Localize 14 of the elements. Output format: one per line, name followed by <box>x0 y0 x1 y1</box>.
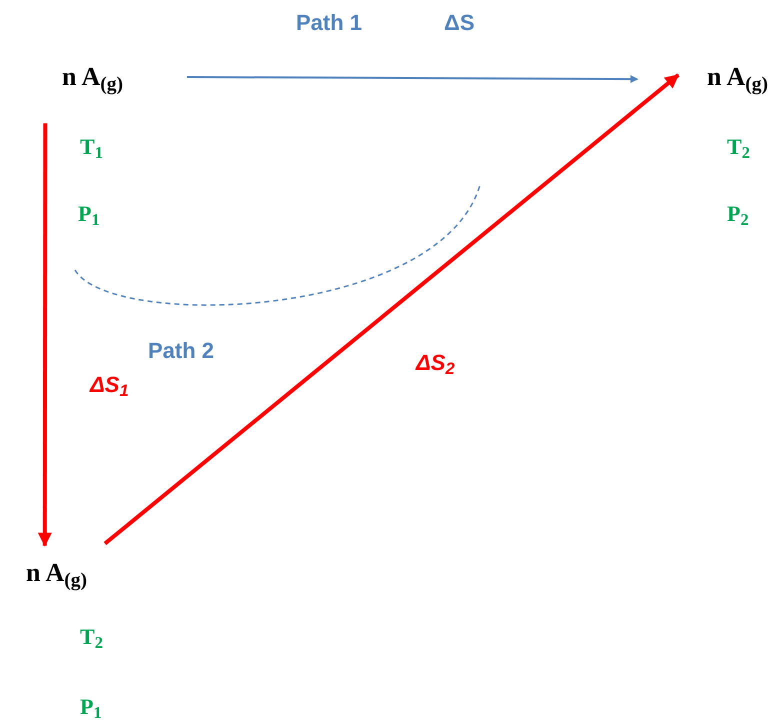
state-variable: T$_{1}$ <box>80 136 103 158</box>
arrow <box>104 73 680 546</box>
annotation-label: ΔS <box>444 12 474 34</box>
state-variable: P$_{1}$ <box>78 203 100 225</box>
arrow <box>38 123 52 547</box>
arrow <box>187 75 638 84</box>
state-variable: P$_{1}$ <box>80 696 102 718</box>
node-label: n A$_{(g)}$ <box>692 56 783 98</box>
node-label: n A$_{(g)}$ <box>8 552 105 594</box>
state-variable: T$_{2}$ <box>80 626 103 648</box>
state-variable: T$_{2}$ <box>727 136 750 158</box>
state-variable: P$_{2}$ <box>727 203 749 225</box>
annotation-label: Path 2 <box>148 340 214 362</box>
node-label: n A$_{(g)}$ <box>40 56 145 98</box>
